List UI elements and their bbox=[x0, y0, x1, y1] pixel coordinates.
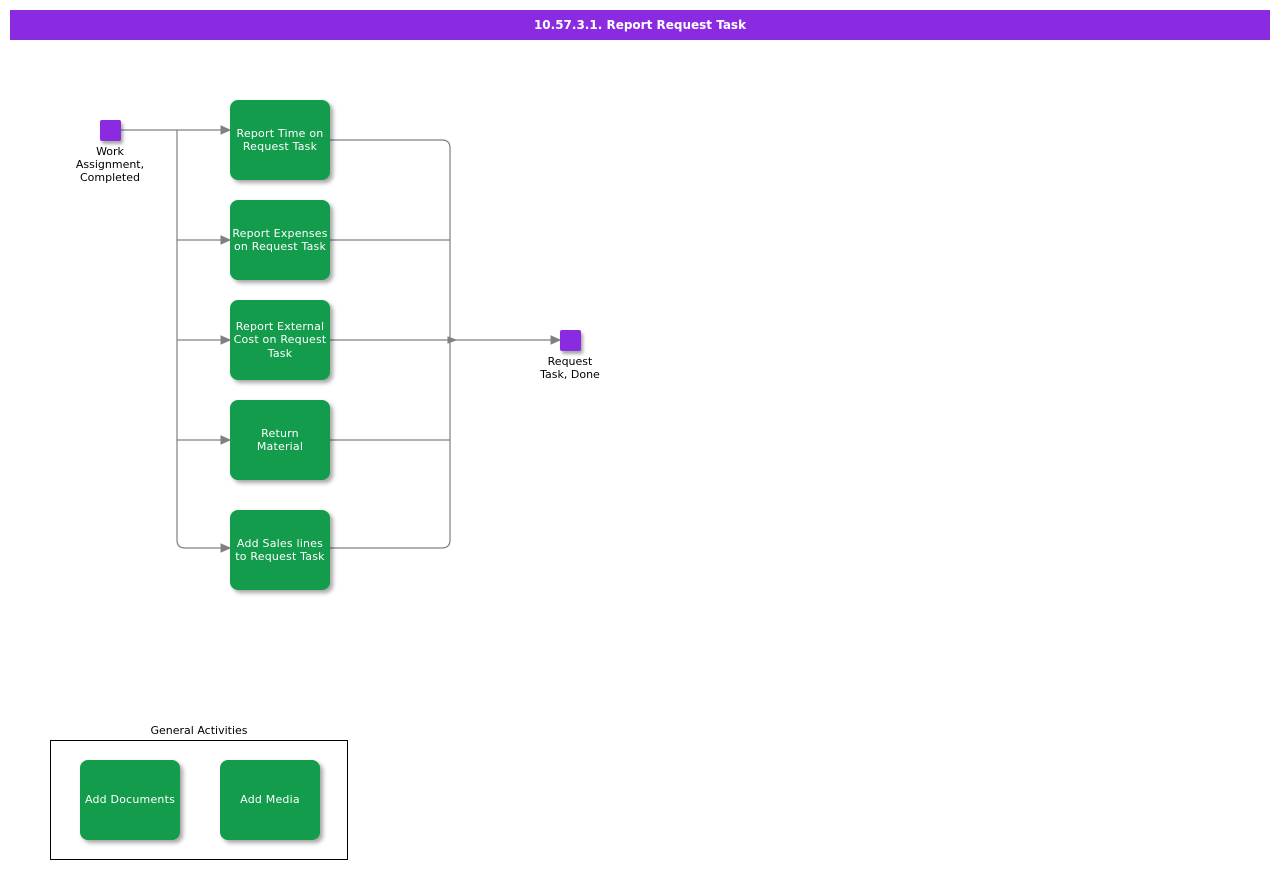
end-event-square[interactable] bbox=[560, 330, 581, 351]
arrowhead-merge-junction bbox=[448, 337, 456, 343]
connector-left-rail bbox=[177, 130, 221, 548]
task-report-external-cost-on-request-task[interactable]: Report External Cost on Request Task bbox=[230, 300, 330, 380]
arrowhead-end-event bbox=[551, 336, 560, 344]
start-event-square[interactable] bbox=[100, 120, 121, 141]
arrowhead-task3 bbox=[221, 336, 230, 344]
end-event-label: Request Task, Done bbox=[510, 355, 630, 381]
task-add-sales-lines-to-request-task[interactable]: Add Sales lines to Request Task bbox=[230, 510, 330, 590]
start-event-label: Work Assignment, Completed bbox=[50, 145, 170, 184]
page-title: 10.57.3.1. Report Request Task bbox=[10, 10, 1270, 40]
arrowhead-task2 bbox=[221, 236, 230, 244]
task-report-expenses-on-request-task[interactable]: Report Expenses on Request Task bbox=[230, 200, 330, 280]
arrowhead-task5 bbox=[221, 544, 230, 552]
arrowhead-task4 bbox=[221, 436, 230, 444]
arrowhead-task1 bbox=[221, 126, 230, 134]
general-activities-label: General Activities bbox=[50, 724, 348, 738]
task-report-time-on-request-task[interactable]: Report Time on Request Task bbox=[230, 100, 330, 180]
task-add-documents[interactable]: Add Documents bbox=[80, 760, 180, 840]
connector-right-rail bbox=[330, 140, 450, 548]
task-return-material[interactable]: Return Material bbox=[230, 400, 330, 480]
task-add-media[interactable]: Add Media bbox=[220, 760, 320, 840]
